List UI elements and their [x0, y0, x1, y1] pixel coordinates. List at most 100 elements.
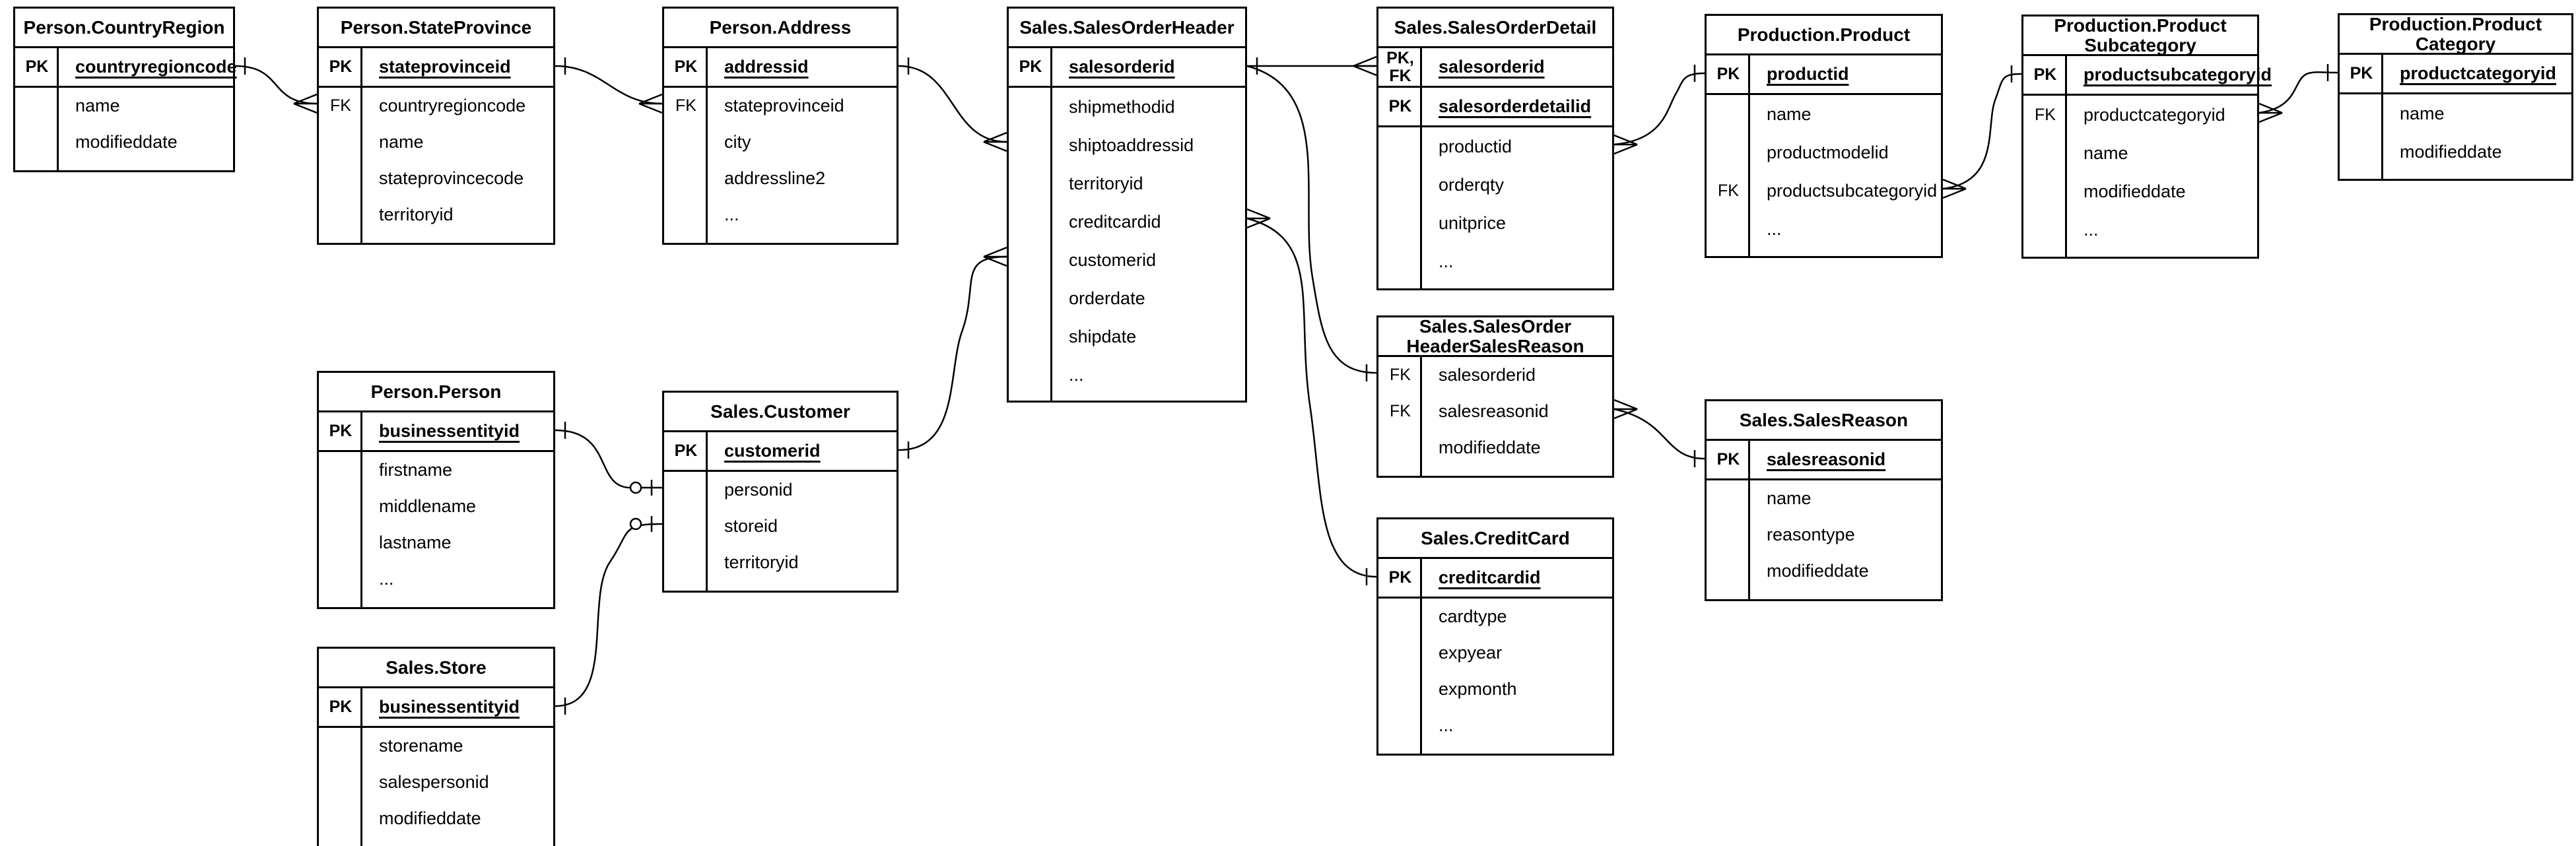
- field-row[interactable]: city: [664, 124, 897, 160]
- field-row[interactable]: shipmethodid: [1009, 88, 1245, 126]
- field-row[interactable]: ...: [664, 197, 897, 233]
- edge-salesorderdetail-product[interactable]: [1613, 72, 1705, 146]
- field-row[interactable]: shiptoaddressid: [1009, 126, 1245, 164]
- field-row[interactable]: unitprice: [1378, 204, 1612, 242]
- field-row[interactable]: expyear: [1378, 635, 1612, 671]
- edge-countryregion-stateprovince[interactable]: [234, 65, 318, 105]
- field-row[interactable]: ...: [1707, 210, 1941, 248]
- field-row[interactable]: name: [2340, 94, 2571, 133]
- key-column-divider: [1420, 357, 1422, 476]
- field-row[interactable]: reasontype: [1707, 517, 1941, 553]
- field-row[interactable]: territoryid: [1009, 164, 1245, 203]
- field-row[interactable]: orderdate: [1009, 279, 1245, 317]
- key-column-divider: [706, 48, 708, 86]
- field-row[interactable]: middlename: [319, 488, 553, 525]
- edge-stateprovince-address[interactable]: [555, 65, 663, 105]
- field-row[interactable]: stateprovincecode: [319, 160, 553, 197]
- field-row[interactable]: name: [2023, 134, 2257, 172]
- field-row[interactable]: ...: [1378, 707, 1612, 744]
- edge-store-customer[interactable]: [555, 523, 663, 707]
- edge-address-salesorderheader[interactable]: [898, 65, 1007, 143]
- field-row[interactable]: territoryid: [664, 544, 897, 581]
- edge-countryregion-stateprovince-to-many-prong-2: [293, 102, 318, 114]
- field-row[interactable]: ...: [1009, 356, 1245, 394]
- edge-customer-salesorderheader-to-many-prong-2: [983, 255, 1007, 267]
- field-row[interactable]: ...: [2023, 211, 2257, 249]
- edge-customer-salesorderheader[interactable]: [898, 255, 1007, 451]
- field-row[interactable]: ...: [1378, 242, 1612, 280]
- field-row[interactable]: lastname: [319, 525, 553, 561]
- edge-salesorderheader-headersalesreason[interactable]: [1246, 65, 1377, 374]
- edge-product-productsubcategory[interactable]: [1942, 73, 2022, 190]
- field-row[interactable]: territoryid: [319, 197, 553, 233]
- field-row[interactable]: ...: [319, 561, 553, 597]
- field-row[interactable]: salespersonid: [319, 764, 553, 800]
- field-row[interactable]: name: [1707, 480, 1941, 517]
- field-row[interactable]: modifieddate: [319, 800, 553, 837]
- key-column-divider: [360, 452, 362, 607]
- field-row[interactable]: expmonth: [1378, 671, 1612, 707]
- field-row[interactable]: name: [15, 88, 233, 124]
- edge-person-customer[interactable]: [555, 429, 662, 489]
- field-row[interactable]: productmodelid: [1707, 133, 1941, 172]
- field-row[interactable]: storeid: [664, 508, 897, 544]
- field-row[interactable]: shipdate: [1009, 317, 1245, 356]
- field-row[interactable]: addressline2: [664, 160, 897, 197]
- field-row[interactable]: cardtype: [1378, 599, 1612, 635]
- edge-productsubcategory-productcategory[interactable]: [2258, 71, 2338, 114]
- field-row[interactable]: creditcardid: [1009, 203, 1245, 241]
- field-row[interactable]: modifieddate: [2023, 172, 2257, 211]
- field-row[interactable]: modifieddate: [2340, 133, 2571, 171]
- field-row[interactable]: personid: [664, 472, 897, 508]
- field-row[interactable]: productid: [1378, 127, 1612, 166]
- field-row[interactable]: orderqty: [1378, 166, 1612, 204]
- field-row[interactable]: customerid: [1009, 241, 1245, 279]
- field-row[interactable]: firstname: [319, 452, 553, 488]
- edge-headersalesreason-salesreason[interactable]: [1613, 408, 1705, 460]
- table-title-line: Sales.Customer: [710, 401, 850, 422]
- pk-field-cell: salesorderid: [1422, 57, 1545, 77]
- field-row[interactable]: name: [1707, 95, 1941, 133]
- field-row[interactable]: modifieddate: [1707, 553, 1941, 589]
- field-row[interactable]: storename: [319, 728, 553, 764]
- field-row[interactable]: name: [319, 124, 553, 160]
- edge-salesorderheader-creditcard[interactable]: [1246, 217, 1377, 578]
- field-row[interactable]: modifieddate: [1378, 430, 1612, 466]
- field-row[interactable]: modifieddate: [15, 124, 233, 160]
